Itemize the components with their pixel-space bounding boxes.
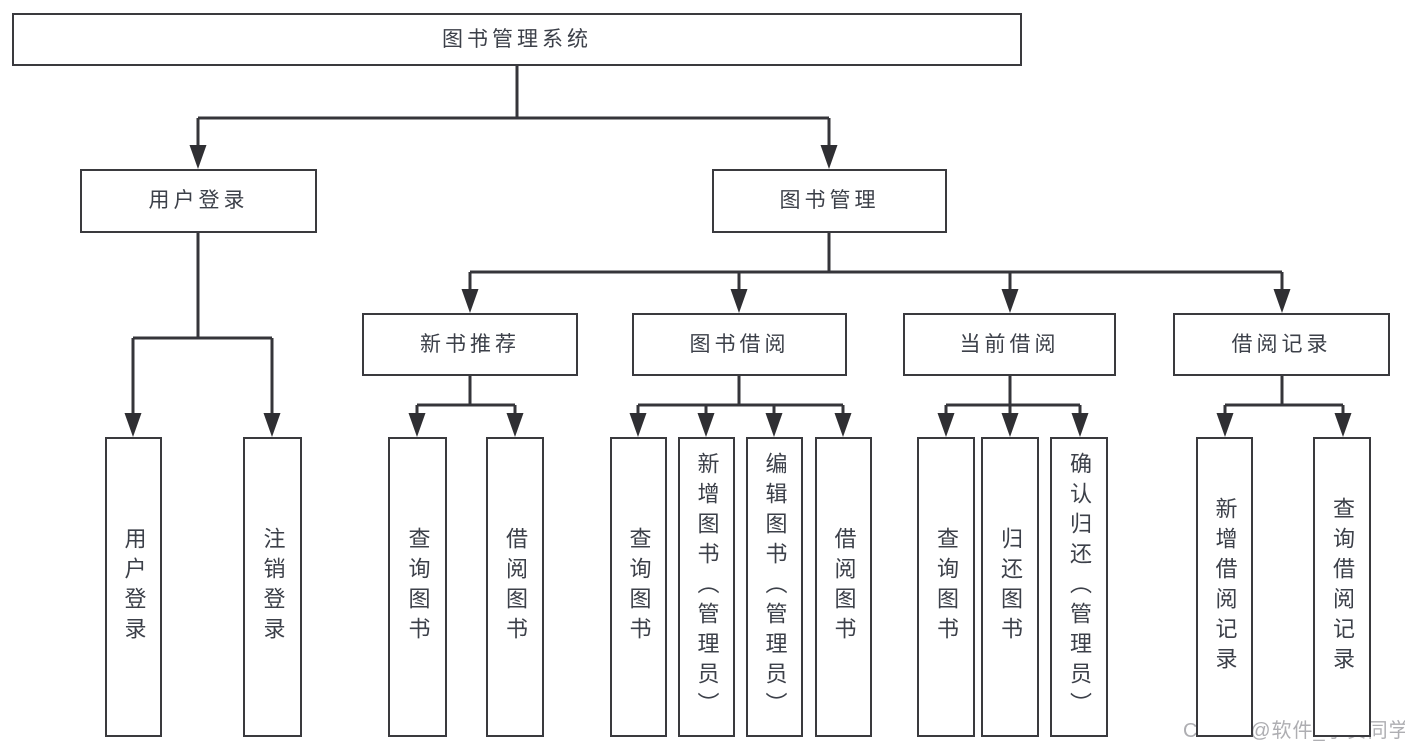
diagram-node-label: 当前借阅 bbox=[959, 332, 1060, 356]
node-leaf-query-borrow-record: 查询借阅记录 bbox=[1313, 437, 1371, 737]
node-leaf-borrow-books-rec: 借阅图书 bbox=[486, 437, 544, 737]
diagram-node-label: 用户登录 bbox=[121, 527, 147, 647]
node-root: 图书管理系统 bbox=[12, 13, 1022, 66]
diagram-node-label: 图书管理系统 bbox=[442, 27, 592, 51]
diagram-node-label: 编辑图书（管理员） bbox=[762, 452, 788, 722]
diagram-node-label: 注销登录 bbox=[260, 527, 286, 647]
diagram-node-label: 查询图书 bbox=[626, 527, 652, 647]
diagram-node-label: 新增借阅记录 bbox=[1212, 497, 1238, 677]
node-user-login: 用户登录 bbox=[80, 169, 317, 233]
diagram-node-label: 新书推荐 bbox=[420, 332, 520, 356]
node-new-book-recommend: 新书推荐 bbox=[362, 313, 578, 376]
diagram-node-label: 用户登录 bbox=[148, 189, 249, 213]
node-leaf-user-login: 用户登录 bbox=[105, 437, 162, 737]
node-leaf-query-books-borrow: 查询图书 bbox=[610, 437, 667, 737]
diagram-node-label: 查询图书 bbox=[934, 527, 959, 647]
node-book-management: 图书管理 bbox=[712, 169, 947, 233]
node-leaf-query-books-rec: 查询图书 bbox=[388, 437, 447, 737]
diagram-node-label: 借阅记录 bbox=[1231, 332, 1332, 356]
node-leaf-add-borrow-record: 新增借阅记录 bbox=[1196, 437, 1253, 737]
diagram-node-label: 图书借阅 bbox=[689, 332, 790, 356]
diagram-node-label: 新增图书（管理员） bbox=[694, 452, 720, 722]
node-leaf-borrow-books-borrow: 借阅图书 bbox=[815, 437, 872, 737]
node-leaf-query-books-current: 查询图书 bbox=[917, 437, 975, 737]
node-leaf-edit-books-admin: 编辑图书（管理员） bbox=[746, 437, 803, 737]
node-leaf-confirm-return-admin: 确认归还（管理员） bbox=[1050, 437, 1108, 737]
diagram-node-label: 确认归还（管理员） bbox=[1067, 452, 1092, 722]
node-current-borrowing: 当前借阅 bbox=[903, 313, 1116, 376]
diagram-node-label: 图书管理 bbox=[779, 189, 880, 213]
diagram-node-label: 查询借阅记录 bbox=[1330, 497, 1355, 677]
node-book-borrowing: 图书借阅 bbox=[632, 313, 847, 376]
node-leaf-add-books-admin: 新增图书（管理员） bbox=[678, 437, 735, 737]
node-borrowing-records: 借阅记录 bbox=[1173, 313, 1390, 376]
node-leaf-return-books: 归还图书 bbox=[981, 437, 1039, 737]
diagram-node-label: 归还图书 bbox=[998, 527, 1023, 647]
diagram-node-label: 借阅图书 bbox=[831, 527, 857, 647]
diagram-node-label: 借阅图书 bbox=[503, 527, 528, 647]
node-leaf-logout: 注销登录 bbox=[243, 437, 302, 737]
diagram-node-label: 查询图书 bbox=[405, 527, 431, 647]
